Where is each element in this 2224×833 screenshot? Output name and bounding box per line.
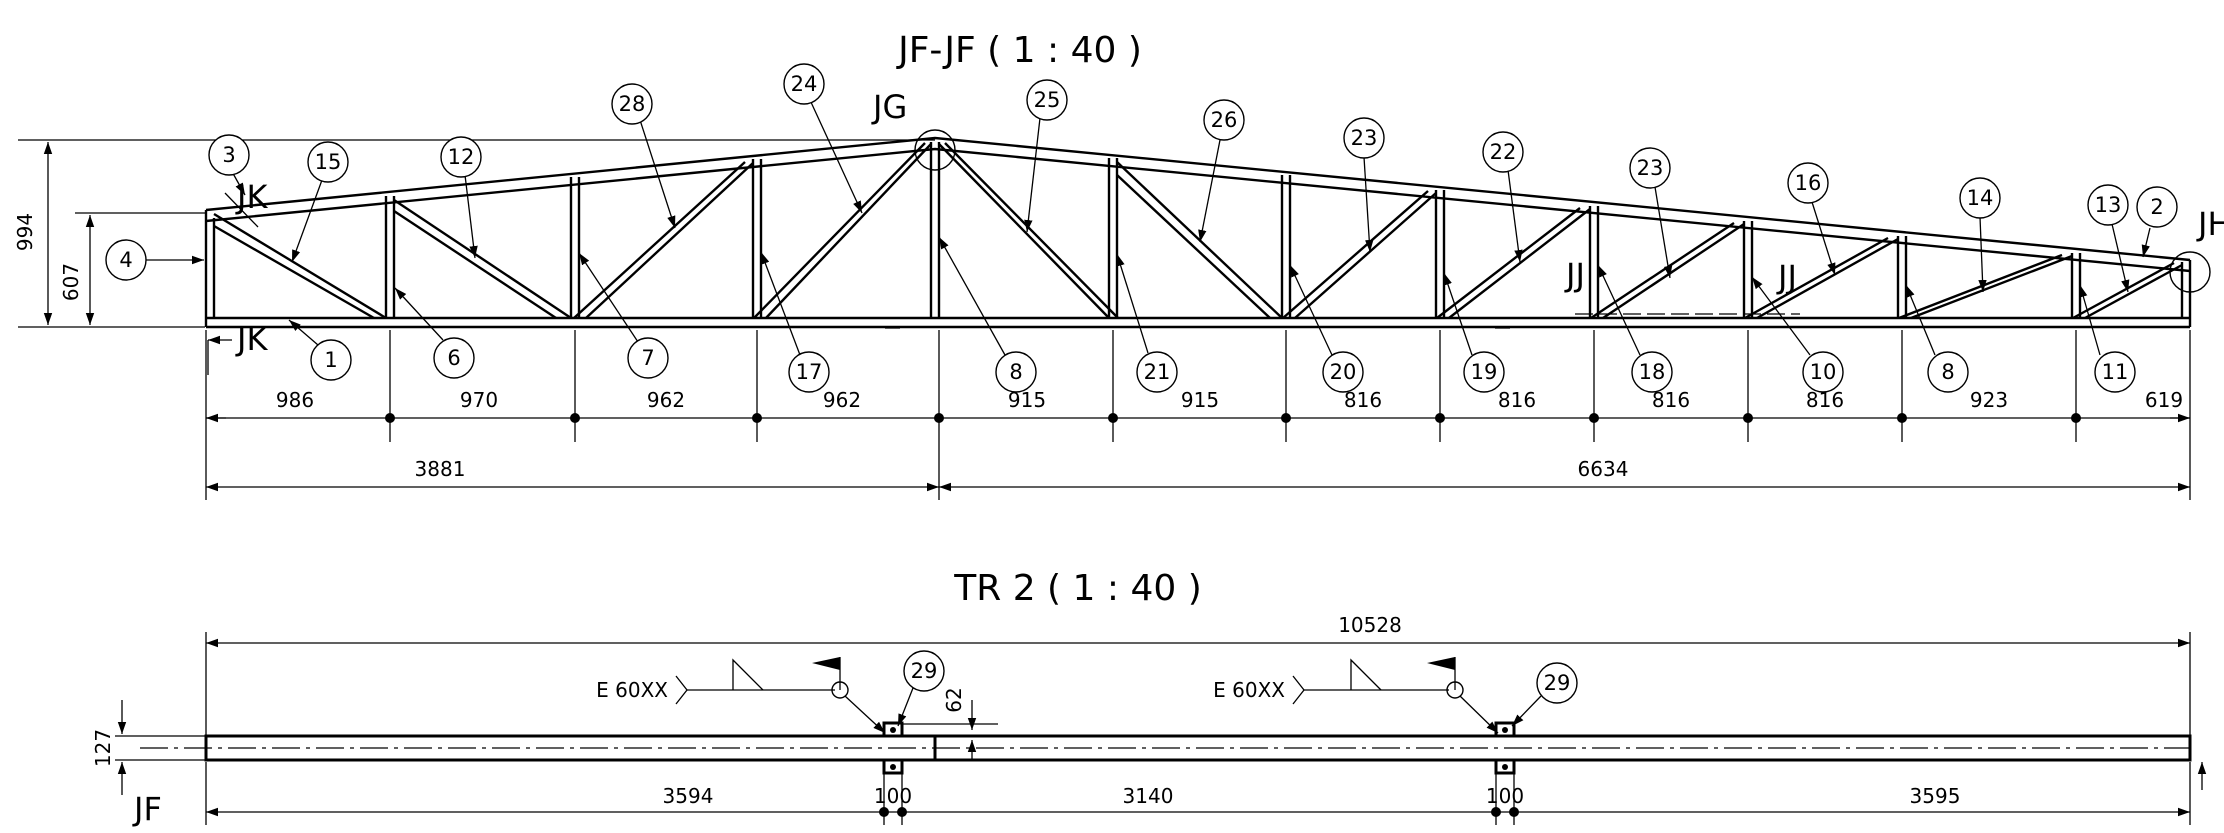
top-chord-inner [205,147,2191,273]
joint-label-jj-1: JJ [1564,256,1585,294]
balloon-24: 23 [1351,126,1378,150]
joint-label-jk-bottom: JK [235,320,268,358]
balloon-13: 13 [2095,193,2122,217]
balloon-17: 17 [796,360,823,384]
balloon-22: 22 [1490,140,1517,164]
joint-label-jh: JH [2196,205,2224,243]
balloon-28: 28 [619,92,646,116]
jk-top-leader [224,192,259,228]
gap-62: 62 [942,687,966,712]
bottom-dim-5: 3595 [1910,784,1961,808]
balloon-8: 8 [1009,360,1022,384]
balloon-2: 2 [2150,195,2163,219]
end-label-jf: JF [132,790,162,828]
balloon-4: 4 [119,248,132,272]
detail-leader-right [1511,695,1542,727]
balloon-7: 7 [641,346,654,370]
panel-dim-2: 970 [460,388,498,412]
balloon-9: 10 [1810,360,1837,384]
tr2-view: TR 2 ( 1 : 40 ) 10528 127 JF 62 [91,568,2207,828]
tr2-bottom-dims [205,762,2191,825]
balloon-21: 21 [1144,360,1171,384]
group-dim-1: 3881 [415,457,466,481]
height-127: 127 [91,729,115,767]
truss-verticals [384,142,2082,318]
detail-balloon-left [903,650,945,692]
balloon-26: 25 [1034,88,1061,112]
balloon-6: 6 [447,346,460,370]
joint-jh-circle [2169,251,2211,293]
truss-diagonals [213,142,2183,320]
panel-dim-4: 962 [823,388,861,412]
balloon-15: 15 [315,150,342,174]
weld-spec-right: E 60XX [1213,678,1285,702]
balloon-23: 23 [1637,156,1664,180]
panel-dim-8: 816 [1498,388,1536,412]
joint-label-jj-2: JJ [1776,258,1797,296]
panel-dim-1: 986 [276,388,314,412]
panel-dim-9: 816 [1652,388,1690,412]
panel-dim-11: 923 [1970,388,2008,412]
member-balloons: 3 15 4 1 12 6 28 7 24 17 25 8 26 [105,63,2178,393]
balloon-14: 14 [1967,186,1994,210]
balloon-25: 24 [791,72,818,96]
truss-title: JF-JF ( 1 : 40 ) [896,30,1142,71]
weld-spec-left: E 60XX [596,678,668,702]
bottom-dim-1: 3594 [663,784,714,808]
bottom-dim-3: 3140 [1123,784,1174,808]
group-dim-2: 6634 [1578,457,1629,481]
joint-jg-circle [914,129,956,171]
connector-left [882,721,904,775]
panel-dimension-chain [205,330,2191,500]
detail-ref-left: 29 [911,659,938,683]
balloon-1: 1 [324,348,337,372]
balloon-18: 18 [1639,360,1666,384]
tr2-title: TR 2 ( 1 : 40 ) [953,568,1202,609]
detail-balloon-right [1536,662,1578,704]
panel-dim-7: 816 [1344,388,1382,412]
balloon-10: 8 [1941,360,1954,384]
bottom-dim-2: 100 [874,784,912,808]
joint-label-jk-top: JK [235,178,268,216]
truss-view: JF-JF ( 1 : 40 ) 994 607 [13,30,2224,500]
panel-dim-10: 816 [1806,388,1844,412]
weld-symbol-right [1292,657,1499,734]
panel-dim-3: 962 [647,388,685,412]
balloon-20: 20 [1330,360,1357,384]
detail-leader-left [897,687,914,727]
panel-dim-12: 619 [2145,388,2183,412]
joint-label-jg: JG [871,88,907,126]
panel-dim-5: 915 [1008,388,1046,412]
dim-994: 994 [13,213,37,251]
balloon-12: 12 [448,145,475,169]
balloon-19: 19 [1471,360,1498,384]
top-chord [205,136,2191,262]
balloon-3: 3 [222,143,235,167]
balloon-11: 11 [2102,360,2129,384]
weld-symbol-left [675,657,886,734]
overall-length: 10528 [1338,613,1402,637]
balloon-16: 16 [1795,171,1822,195]
detail-ref-right: 29 [1544,671,1571,695]
dim-607: 607 [59,263,83,301]
balloon-27: 26 [1211,108,1238,132]
bottom-dim-4: 100 [1486,784,1524,808]
panel-dim-6: 915 [1181,388,1219,412]
